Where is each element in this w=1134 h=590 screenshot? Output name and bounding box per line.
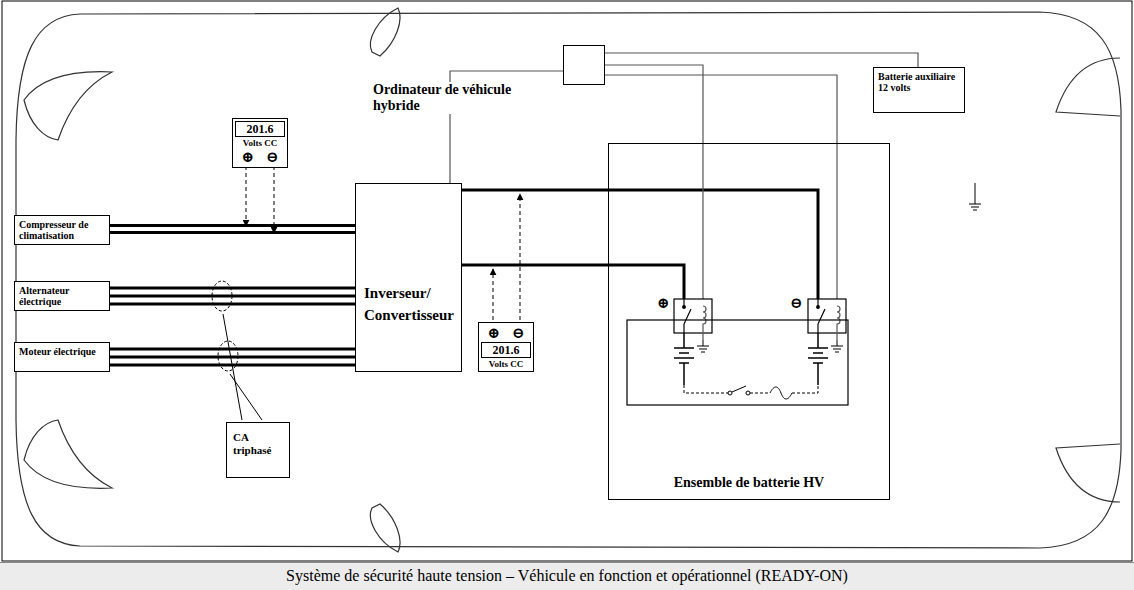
service-switch	[728, 386, 750, 395]
probe-arrow	[493, 269, 494, 320]
relay-coil	[703, 306, 840, 340]
wire-connector	[110, 288, 355, 304]
wire-connector	[462, 264, 608, 267]
node-label: Batterie auxiliaire 12 volts	[878, 71, 960, 93]
node-label: Volts CC	[481, 359, 531, 370]
battery-case	[627, 320, 848, 405]
node-label: Ensemble de batterie HV	[609, 475, 889, 491]
probe-arrow	[520, 194, 521, 320]
node-label: ⊕	[241, 149, 254, 166]
hybrid-computer: Ordinateur de véhicule hybride	[563, 45, 605, 85]
node-label: Volts CC	[235, 138, 285, 149]
probe-arrow	[246, 166, 247, 226]
node-label: Inverseur/ Convertisseur	[364, 282, 457, 326]
leader-line	[230, 374, 262, 420]
frame	[2, 1, 1132, 561]
control-wire	[836, 143, 837, 306]
side-mirror	[370, 504, 400, 552]
hv-wire	[608, 190, 818, 299]
inverter-converter: Inverseur/ Convertisseur	[355, 183, 462, 372]
terminal-sign: ⊖	[790, 295, 803, 312]
node-label: ⊖	[266, 149, 279, 166]
generator: Alternateur électrique	[14, 281, 110, 311]
car-body	[16, 12, 1121, 548]
voltmeter: 201.6Volts CC⊕ ⊖	[232, 118, 288, 168]
ground-wire	[975, 183, 976, 198]
battery-cell	[674, 333, 828, 385]
node-label: Alternateur électrique	[19, 285, 105, 307]
terminal-sign: ⊕	[657, 295, 670, 312]
electric-motor: Moteur électrique	[14, 342, 110, 372]
wire-connector	[462, 189, 608, 192]
wire-connector	[110, 226, 355, 233]
node-label: Compresseur de climatisation	[19, 219, 105, 241]
wire-connector	[110, 349, 355, 365]
node-label: Moteur électrique	[19, 346, 105, 357]
leader-line	[223, 314, 242, 420]
service-plug-circuit	[684, 385, 818, 393]
wire-connector	[605, 65, 703, 143]
node-label: 201.6	[481, 342, 531, 358]
wire-connector	[605, 75, 837, 143]
caption-band: Système de sécurité haute tension – Véhi…	[0, 562, 1134, 590]
headlight	[24, 72, 112, 140]
node-label: ⊖	[512, 325, 525, 342]
ac-compressor: Compresseur de climatisation	[14, 215, 110, 245]
node-label: ⊕	[487, 325, 500, 342]
hv-wire	[608, 265, 684, 299]
tail-light	[1056, 444, 1120, 502]
auxiliary-battery: Batterie auxiliaire 12 volts	[873, 67, 965, 113]
callout-box: CA triphasé	[226, 422, 290, 478]
hv-battery-pack: Ensemble de batterie HV	[608, 143, 890, 500]
node-label: Ordinateur de véhicule hybride	[373, 82, 559, 114]
relay-contact	[683, 299, 825, 333]
fuse-symbol	[770, 387, 792, 399]
headlight	[24, 420, 112, 488]
probe-arrow	[274, 166, 275, 233]
control-wire	[702, 143, 703, 306]
tail-light	[1056, 58, 1120, 116]
hv-wiring	[608, 143, 981, 405]
voltmeter: ⊕ ⊖201.6Volts CC	[478, 322, 534, 372]
car-outline	[16, 8, 1121, 552]
node-label: CA triphasé	[233, 431, 283, 457]
side-mirror	[370, 8, 400, 56]
node-label: 201.6	[235, 121, 285, 137]
caption: Système de sécurité haute tension – Véhi…	[286, 567, 848, 584]
